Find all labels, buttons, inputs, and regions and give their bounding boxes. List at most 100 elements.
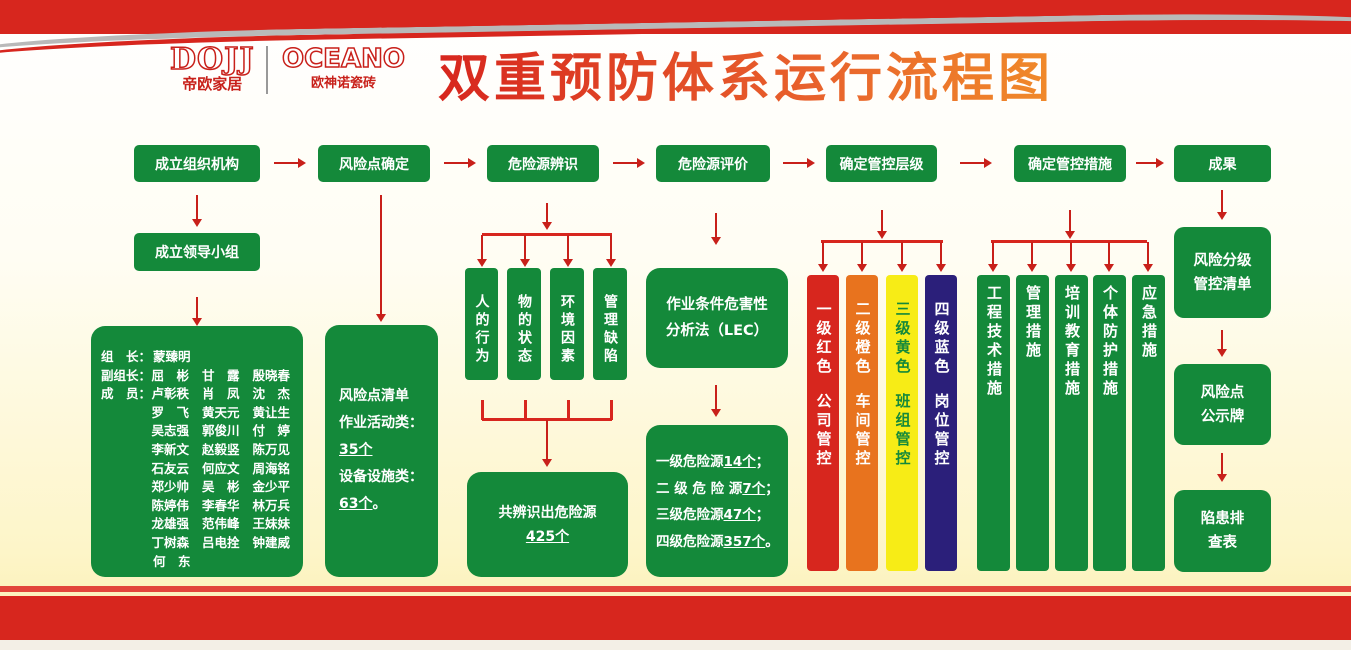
- leader-label: 组 长：: [101, 349, 152, 364]
- member-name: 龙雄强: [151, 516, 190, 532]
- step-hazard-evaluation: 危险源评价: [656, 145, 770, 182]
- logo-doji: DOJJ 帝欧家居: [169, 41, 255, 94]
- member-name: 吴志强: [151, 423, 190, 439]
- member-name: 陈婷伟: [151, 497, 190, 513]
- level-scope-label: 岗位管控: [932, 393, 951, 469]
- equipment-label: 设备设施类：: [339, 469, 423, 485]
- member-name: 甘 露: [202, 367, 240, 383]
- factor-label: 人的行为: [473, 294, 490, 366]
- member-row: 丁树森吕电拴钟建威: [101, 534, 303, 553]
- hazard-level-counts-box: 一级危险源14个； 二 级 危 险 源7个； 三级危险源47个； 四级危险源35…: [646, 425, 788, 577]
- identified-hazards-box: 共辨识出危险源 425个: [467, 472, 628, 577]
- step-control-measures: 确定管控措施: [1014, 145, 1126, 182]
- level-count: 357个: [723, 533, 766, 550]
- member-name: 李春华: [202, 497, 240, 513]
- level-label: 一级危险源: [656, 454, 724, 470]
- arrow-down: [563, 235, 573, 267]
- bracket-tick: [567, 400, 570, 420]
- arrow-down: [1217, 190, 1227, 220]
- member-name: 吕电拴: [202, 534, 240, 550]
- member-name: 蒙臻明: [153, 349, 191, 364]
- level-color-label: 三级黄色: [893, 301, 912, 377]
- activity-label: 作业活动类：: [339, 415, 423, 431]
- level-label: 四级危险源: [656, 533, 724, 550]
- member-row: 吴志强郭俊川付 婷: [101, 422, 303, 441]
- member-name: 黄让生: [252, 404, 291, 420]
- level-scope-label: 班组管控: [893, 393, 912, 469]
- member-row: 罗 飞黄天元黄让生: [101, 404, 303, 423]
- bottom-line: [0, 586, 1351, 592]
- member-name: 沈 杰: [252, 386, 291, 402]
- member-label: [101, 478, 152, 497]
- measure-4: 个体防护措施: [1093, 275, 1126, 571]
- arrow-right: [613, 158, 645, 168]
- factor-label: 管理缺陷: [602, 294, 618, 366]
- arrow-right: [783, 158, 815, 168]
- factor-label: 物的状态: [516, 294, 532, 366]
- control-level-4: 四级蓝色岗位管控: [925, 275, 957, 571]
- punctuation: ；: [755, 454, 770, 470]
- member-name: 黄天元: [202, 404, 240, 420]
- result-risk-point-board: 风险点公示牌: [1174, 364, 1271, 445]
- arrow-down: [988, 242, 998, 272]
- member-name: 石友云: [151, 460, 190, 476]
- logo-oceano: OCEANO 欧神诺瓷砖: [281, 43, 405, 91]
- member-row: 石友云何应文周海铭: [101, 460, 303, 479]
- member-row: 李新文赵毅竖陈万见: [101, 441, 303, 460]
- arrow-down: [192, 195, 202, 227]
- member-row: 陈婷伟李春华林万兵: [101, 497, 303, 516]
- member-name: 陈万见: [252, 441, 291, 457]
- control-level-1: 一级红色公司管控: [807, 275, 839, 571]
- logo-divider: [266, 46, 268, 94]
- factor-object-state: 物的状态: [507, 268, 541, 380]
- activity-count: 35个: [339, 442, 373, 458]
- level-label: 二 级 危 险 源: [656, 480, 743, 497]
- arrow-down: [1217, 453, 1227, 482]
- arrow-down: [1104, 242, 1114, 272]
- measure-2: 管理措施: [1016, 275, 1049, 571]
- arrow-right: [960, 158, 992, 168]
- member-name: 郑少帅: [151, 479, 190, 495]
- result-risk-control-list: 风险分级管控清单: [1174, 227, 1271, 318]
- logo-subtext: 帝欧家居: [182, 75, 243, 93]
- member-label: [101, 534, 152, 553]
- member-label: [101, 422, 152, 441]
- level-count: 47个: [723, 507, 756, 523]
- arrow-down: [711, 385, 721, 417]
- arrow-down: [1217, 330, 1227, 357]
- arrow-down: [936, 242, 946, 272]
- bracket-line: [991, 240, 1147, 243]
- member-label: [101, 497, 152, 516]
- measure-5: 应急措施: [1132, 275, 1165, 571]
- member-name: 金少平: [252, 479, 291, 495]
- bracket-line: [482, 233, 612, 236]
- bracket-line: [821, 240, 943, 243]
- step-results: 成果: [1174, 145, 1271, 182]
- arrow-down: [1143, 242, 1153, 272]
- step-control-level: 确定管控层级: [826, 145, 937, 182]
- member-name: 丁树森: [151, 534, 190, 550]
- member-name: 屈 彬: [151, 367, 190, 383]
- arrow-down: [376, 195, 386, 322]
- equipment-count: 63个: [339, 496, 373, 512]
- punctuation: 。: [372, 496, 387, 512]
- member-row: 郑少帅吴 彬金少平: [101, 478, 303, 497]
- member-name: 肖 凤: [202, 386, 240, 402]
- member-label: [101, 441, 152, 460]
- level-scope-label: 公司管控: [814, 393, 833, 469]
- arrow-down: [897, 242, 907, 272]
- arrow-down: [857, 242, 867, 272]
- arrow-down: [1066, 242, 1076, 272]
- result-count: 425个: [525, 528, 570, 545]
- arrow-down: [542, 203, 552, 230]
- factor-label: 环境因素: [559, 294, 575, 366]
- member-name: 罗 飞: [151, 404, 190, 420]
- leader-group-box: 成立领导小组: [134, 233, 260, 271]
- org-members-box: 组 长：蒙臻明 副组长：屈 彬甘 露殷晓春 成 员：卢彰秩肖 凤沈 杰罗 飞黄天…: [91, 326, 303, 577]
- member-name: 林万兵: [252, 497, 291, 513]
- measure-label: 应急措施: [1140, 285, 1158, 361]
- punctuation: ；: [765, 480, 779, 497]
- arrow-down: [542, 420, 552, 467]
- level-count: 7个: [742, 480, 766, 497]
- member-name: 吴 彬: [202, 479, 240, 495]
